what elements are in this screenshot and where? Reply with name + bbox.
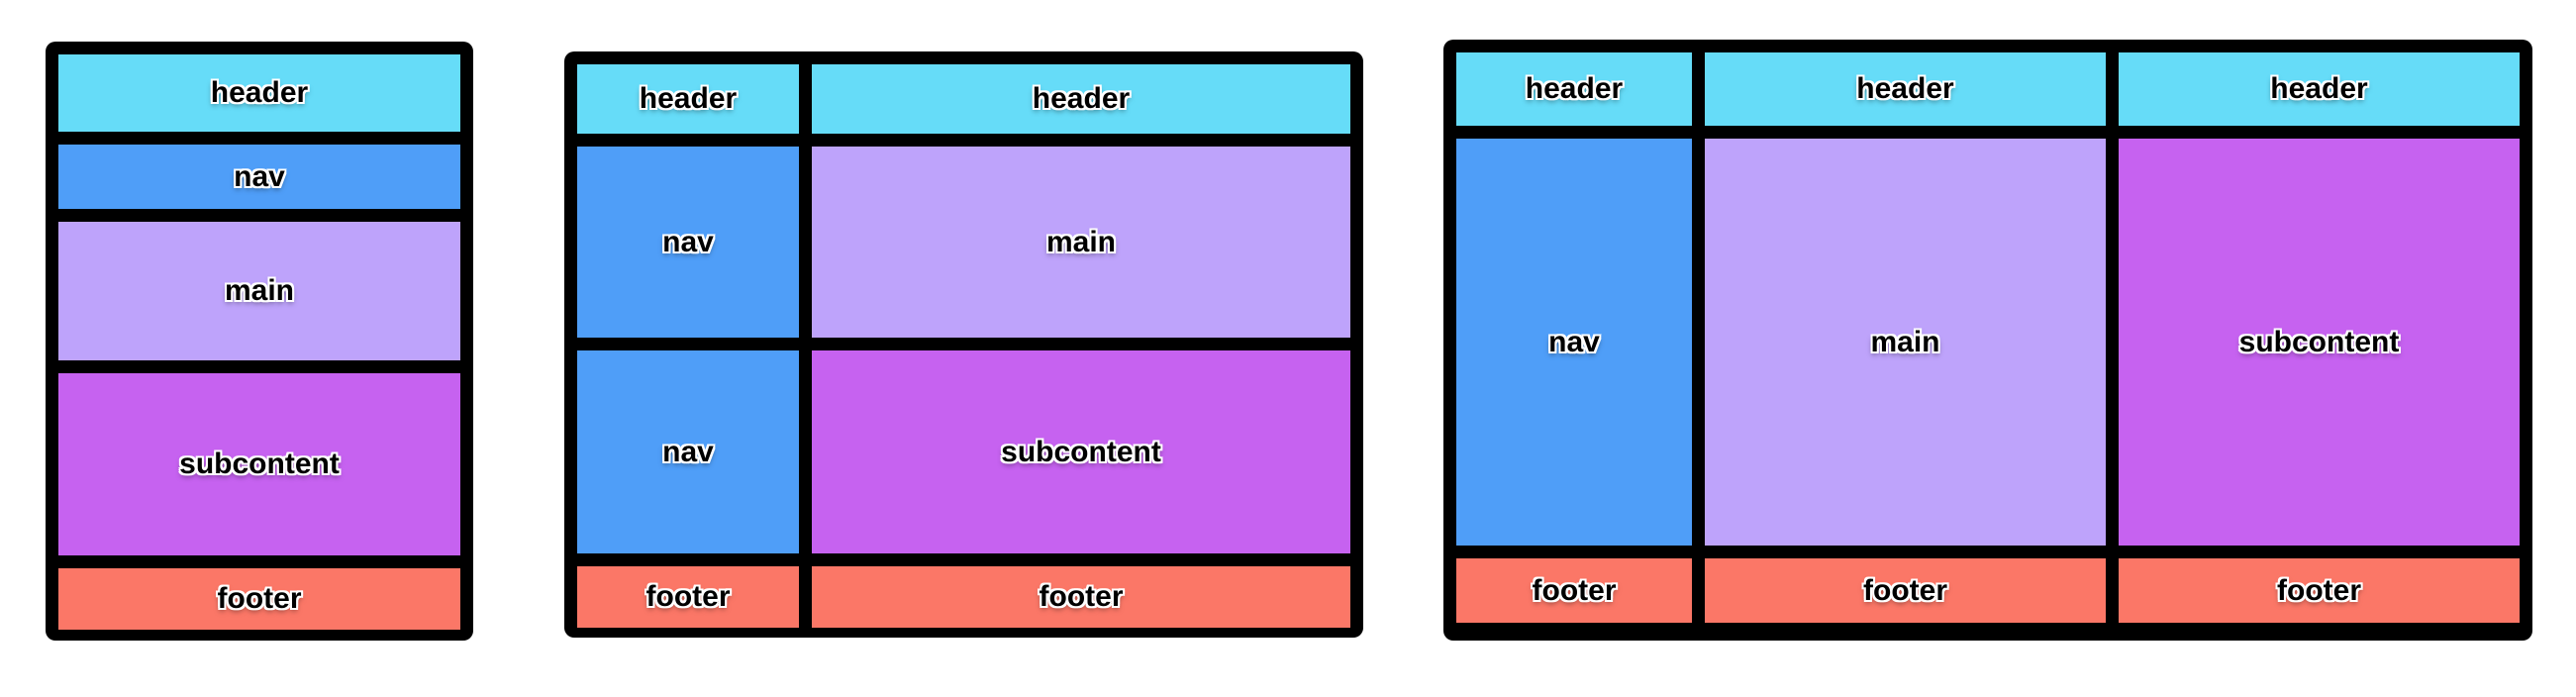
subcontent-region: subcontent xyxy=(812,350,1350,553)
header-region: header xyxy=(812,64,1350,134)
subcontent-region: subcontent xyxy=(2119,139,2520,546)
subcontent-label: subcontent xyxy=(1001,435,1161,468)
two-column-layout-diagram: header header nav main nav subcontent footer fo… xyxy=(564,51,1363,638)
nav-region: nav xyxy=(577,350,799,553)
header-region: header xyxy=(577,64,799,134)
header-region: header xyxy=(1456,52,1692,126)
nav-region: nav xyxy=(58,145,460,209)
header-label: header xyxy=(1032,82,1131,115)
header-label: header xyxy=(1525,72,1624,105)
header-label: header xyxy=(639,82,738,115)
main-label: main xyxy=(224,274,295,307)
header-region: header xyxy=(58,54,460,132)
main-region: main xyxy=(58,222,460,360)
nav-region: nav xyxy=(577,147,799,338)
header-label: header xyxy=(210,76,309,109)
header-label: header xyxy=(2270,72,2368,105)
footer-region: footer xyxy=(58,568,460,630)
main-region: main xyxy=(1705,139,2106,546)
footer-label: footer xyxy=(1039,580,1124,613)
main-region: main xyxy=(812,147,1350,338)
footer-region: footer xyxy=(577,566,799,628)
subcontent-label: subcontent xyxy=(179,448,340,480)
main-label: main xyxy=(1870,325,1940,358)
footer-region: footer xyxy=(1456,558,1692,623)
footer-region: footer xyxy=(1705,558,2106,623)
footer-label: footer xyxy=(217,582,302,615)
nav-label: nav xyxy=(234,159,285,193)
footer-label: footer xyxy=(1863,573,1947,607)
nav-label: nav xyxy=(662,225,714,258)
nav-label: nav xyxy=(662,435,714,468)
footer-label: footer xyxy=(2277,573,2361,607)
subcontent-label: subcontent xyxy=(2238,325,2400,358)
subcontent-region: subcontent xyxy=(58,373,460,555)
footer-label: footer xyxy=(645,580,731,613)
footer-region: footer xyxy=(2119,558,2520,623)
nav-label: nav xyxy=(1548,325,1600,358)
header-region: header xyxy=(2119,52,2520,126)
footer-label: footer xyxy=(1532,573,1617,607)
main-label: main xyxy=(1045,225,1117,258)
header-region: header xyxy=(1705,52,2106,126)
footer-region: footer xyxy=(812,566,1350,628)
header-label: header xyxy=(1856,72,1954,105)
three-column-layout-diagram: header header header nav main subcontent foote… xyxy=(1443,40,2532,641)
nav-region: nav xyxy=(1456,139,1692,546)
single-column-layout-diagram: header nav main subcontent footer xyxy=(46,42,473,641)
